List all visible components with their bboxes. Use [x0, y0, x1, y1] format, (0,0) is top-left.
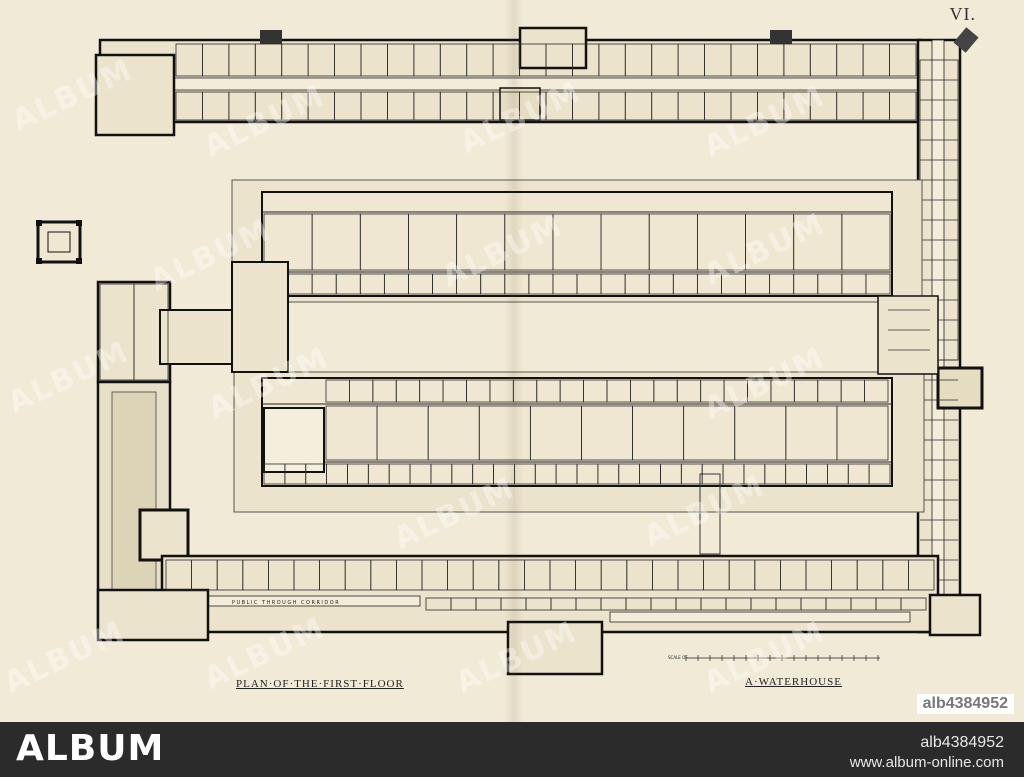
footer-url: www.album-online.com — [849, 754, 1004, 771]
detached-pavilion — [36, 220, 82, 264]
scale-bar: SCALE OF — [668, 655, 880, 661]
plan-sheet: PUBLIC THROUGH CORRIDOR SCALE OF VI. PLA… — [0, 0, 1014, 722]
room-cell — [900, 597, 927, 611]
room-cell — [868, 463, 891, 485]
room-cell — [908, 559, 935, 591]
corridor-label: PUBLIC THROUGH CORRIDOR — [232, 600, 340, 606]
scale-ticks — [685, 655, 879, 661]
room-cell — [889, 43, 917, 77]
footer-bar: ALBUM alb4384952 www.album-online.com — [0, 722, 1024, 777]
architect-name: A·WATERHOUSE — [745, 676, 842, 688]
floor-plan-drawing: PUBLIC THROUGH CORRIDOR SCALE OF — [36, 26, 984, 676]
room-cell — [889, 91, 917, 121]
plate-number: VI. — [949, 4, 976, 24]
north-wing — [94, 26, 922, 137]
footer-image-code: alb4384952 — [920, 734, 1004, 751]
room-cell — [836, 405, 889, 461]
plan-title: PLAN·OF·THE·FIRST·FLOOR — [236, 678, 404, 690]
cross-connector — [877, 295, 939, 375]
south-wing — [96, 554, 982, 676]
upper-gallery-rooms — [263, 213, 891, 295]
page-fold — [505, 0, 523, 722]
image-code-tag: alb4384952 — [916, 694, 1014, 714]
lower-gallery-rooms — [263, 379, 891, 485]
south-wing-rooms — [165, 559, 935, 611]
brand-logo: ALBUM — [16, 728, 165, 769]
scale-label: SCALE OF — [668, 655, 688, 660]
room-cell — [864, 379, 889, 403]
lower-gallery-block — [233, 371, 925, 555]
room-cell — [865, 273, 891, 295]
room-cell — [133, 283, 169, 381]
west-wing-rooms — [99, 283, 169, 381]
room-cell — [841, 213, 891, 271]
north-wing-rooms — [175, 43, 917, 121]
